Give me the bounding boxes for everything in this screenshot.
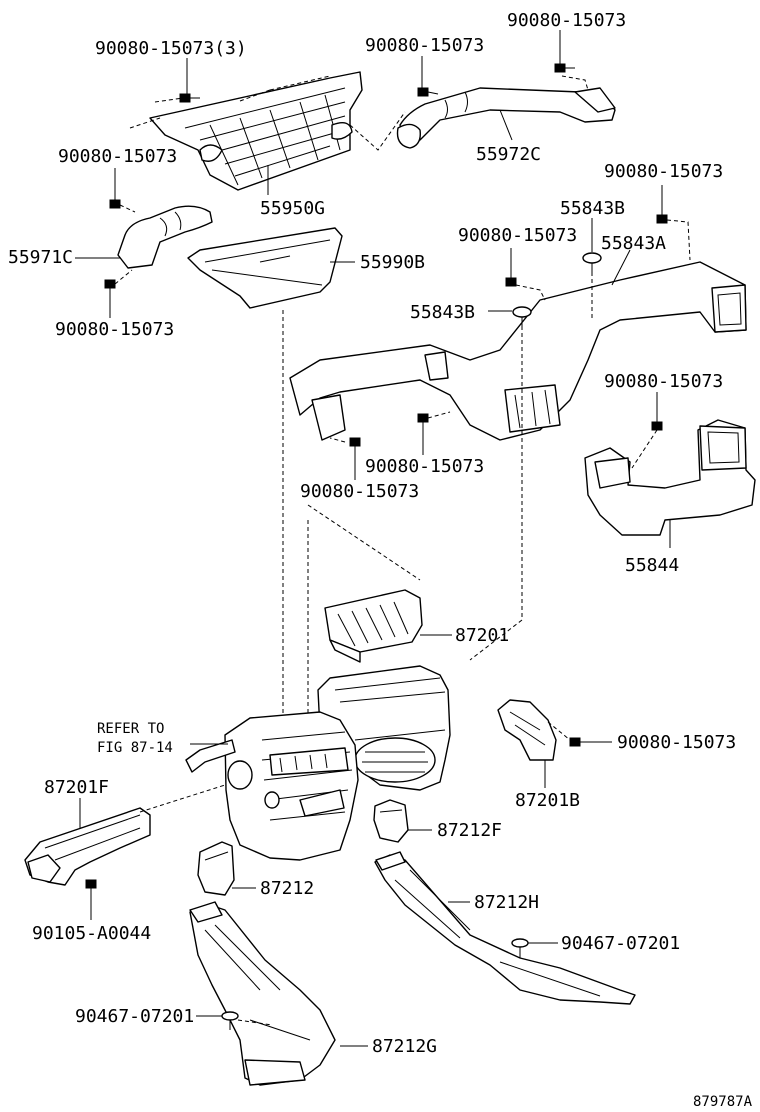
part-55844-shape <box>584 419 756 536</box>
bolt-icon <box>349 437 361 447</box>
label-90080-right-lower: 90080-15073 <box>617 732 736 753</box>
label-55972C: 55972C <box>476 144 541 165</box>
label-90105-A0044: 90105-A0044 <box>32 923 151 944</box>
bolt-icon <box>85 879 97 889</box>
bolt-icon <box>104 279 116 289</box>
label-90080-top-left: 90080-15073(3) <box>95 38 247 59</box>
label-90080-right-mid: 90080-15073 <box>604 371 723 392</box>
bolt-icon <box>656 214 668 224</box>
part-87201F-shape <box>24 807 151 886</box>
clip-icon <box>582 252 602 272</box>
label-55950G: 55950G <box>260 198 325 219</box>
label-55990B: 55990B <box>360 252 425 273</box>
label-87212G: 87212G <box>372 1036 437 1057</box>
label-90467-left: 90467-07201 <box>75 1006 194 1027</box>
label-90080-center-a: 90080-15073 <box>365 456 484 477</box>
refer-text-line1: REFER TO <box>97 721 164 737</box>
label-87212H: 87212H <box>474 892 539 913</box>
label-87201: 87201 <box>455 625 509 646</box>
label-90080-top-mid: 90080-15073 <box>365 35 484 56</box>
label-90080-center-b: 90080-15073 <box>300 481 419 502</box>
part-87201-shape <box>324 589 423 663</box>
part-87212H-shape <box>374 851 636 1005</box>
bolt-icon <box>109 199 121 209</box>
label-90080-mid-center: 90080-15073 <box>458 225 577 246</box>
heater-unit-shape <box>185 665 451 861</box>
bolt-icon <box>417 413 429 423</box>
label-87201F: 87201F <box>44 777 109 798</box>
label-90080-top-right: 90080-15073 <box>507 10 626 31</box>
part-55971C-shape <box>117 205 213 269</box>
bolt-icon <box>651 421 663 431</box>
label-90080-left-upper: 90080-15073 <box>58 146 177 167</box>
bolt-icon <box>569 737 581 747</box>
label-55971C: 55971C <box>8 247 73 268</box>
part-87212F-shape <box>373 799 409 843</box>
part-55843A-shape <box>289 261 747 441</box>
diagram-id: 879787A <box>693 1094 753 1110</box>
part-87212G-shape <box>189 901 336 1086</box>
bolt-icon <box>554 63 575 73</box>
part-55950G-shape <box>149 71 363 191</box>
label-90080-right-upper: 90080-15073 <box>604 161 723 182</box>
part-87212-shape <box>197 841 235 896</box>
label-90080-left-lower: 90080-15073 <box>55 319 174 340</box>
label-90467-right: 90467-07201 <box>561 933 680 954</box>
label-55844: 55844 <box>625 555 679 576</box>
bolt-icon <box>505 277 517 287</box>
label-87212: 87212 <box>260 878 314 899</box>
label-55843A: 55843A <box>601 233 666 254</box>
label-87212F: 87212F <box>437 820 502 841</box>
part-55972C-shape <box>396 87 616 149</box>
label-87201B: 87201B <box>515 790 580 811</box>
part-87201B-shape <box>497 699 557 761</box>
clip-icon <box>512 306 532 326</box>
bolt-icon <box>179 93 200 103</box>
refer-text-line2: FIG 87-14 <box>97 740 173 756</box>
label-55843B-upper: 55843B <box>560 198 625 219</box>
label-55843B-lower: 55843B <box>410 302 475 323</box>
part-55990B-shape <box>187 227 343 309</box>
bolt-icon <box>417 87 439 97</box>
